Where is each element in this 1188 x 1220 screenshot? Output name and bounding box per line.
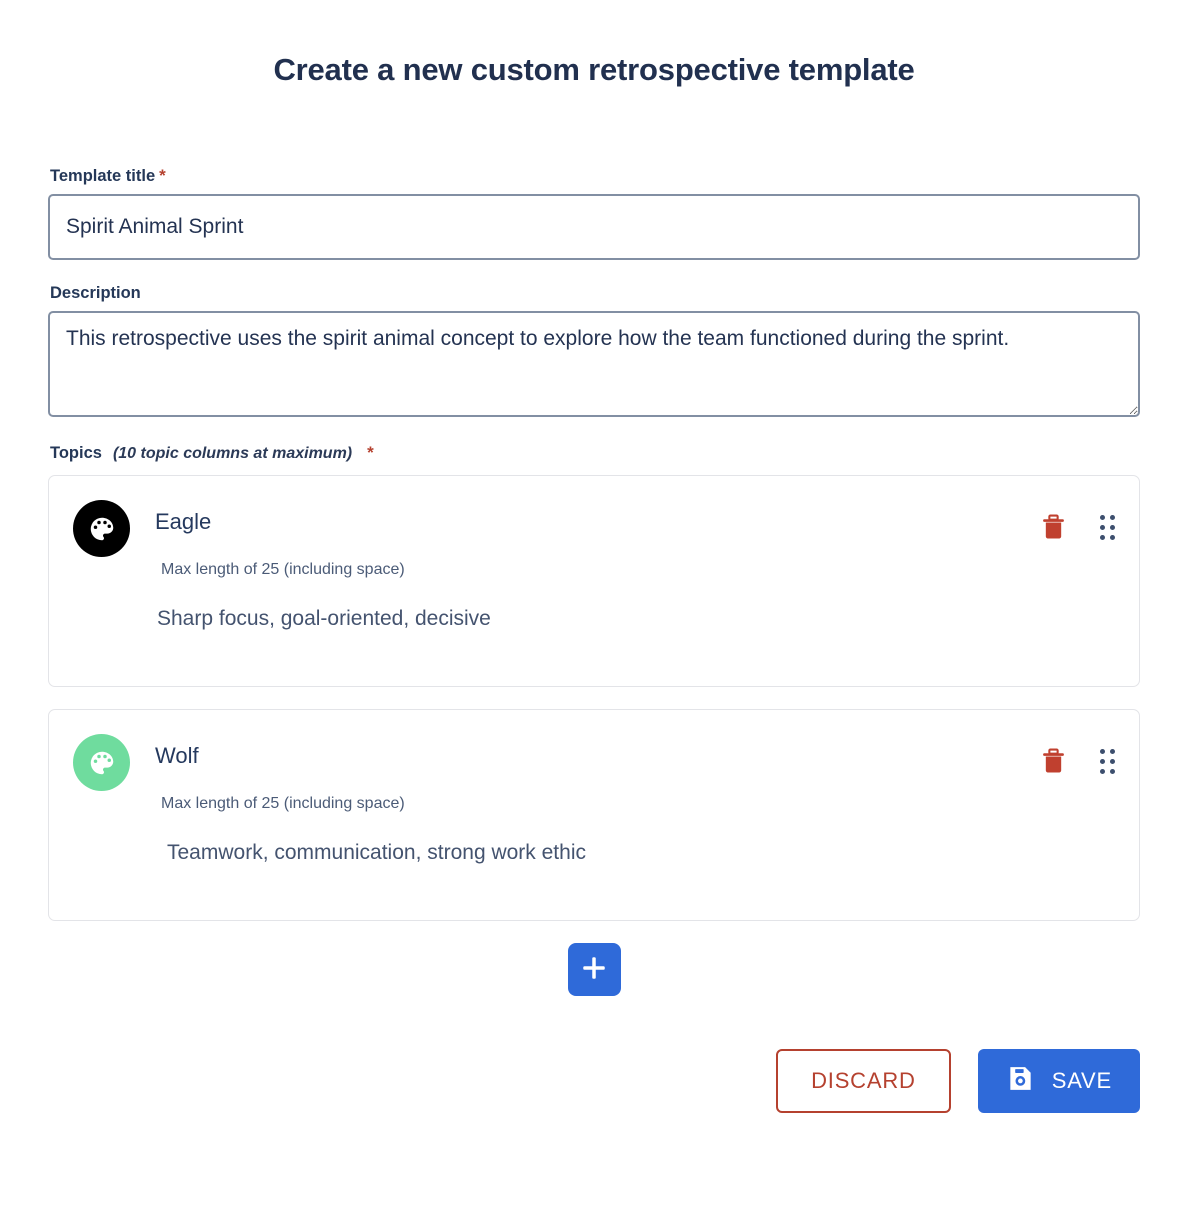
required-asterisk: * bbox=[159, 166, 166, 185]
topic-card: Wolf Max length of 25 (including space) … bbox=[48, 709, 1140, 921]
topic-max-length-note: Max length of 25 (including space) bbox=[161, 794, 405, 812]
topic-avatar[interactable] bbox=[73, 500, 130, 557]
discard-button[interactable]: DISCARD bbox=[776, 1049, 951, 1113]
topic-avatar[interactable] bbox=[73, 734, 130, 791]
topics-required-asterisk: * bbox=[367, 443, 374, 462]
topic-actions bbox=[1041, 498, 1115, 541]
template-title-label: Template title* bbox=[50, 166, 1140, 186]
topic-row: Eagle Max length of 25 (including space)… bbox=[73, 498, 1115, 631]
drag-handle-icon bbox=[1100, 749, 1115, 774]
save-floppy-icon bbox=[1006, 1064, 1035, 1099]
drag-handle-button[interactable] bbox=[1100, 515, 1115, 540]
topics-header: Topics (10 topic columns at maximum) * bbox=[50, 443, 1140, 463]
topic-actions bbox=[1041, 732, 1115, 775]
topic-name[interactable]: Eagle bbox=[155, 509, 212, 534]
plus-icon bbox=[579, 953, 609, 986]
trash-icon bbox=[1041, 514, 1066, 544]
form-footer: DISCARD SAVE bbox=[48, 1049, 1140, 1113]
topic-row: Wolf Max length of 25 (including space) … bbox=[73, 732, 1115, 865]
drag-handle-icon bbox=[1100, 515, 1115, 540]
topic-description[interactable]: Sharp focus, goal-oriented, decisive bbox=[157, 606, 491, 630]
topic-max-length-note: Max length of 25 (including space) bbox=[161, 560, 405, 578]
palette-icon bbox=[87, 748, 117, 778]
topics-hint: (10 topic columns at maximum) bbox=[112, 445, 353, 462]
save-button[interactable]: SAVE bbox=[977, 1049, 1140, 1113]
template-title-input[interactable] bbox=[48, 194, 1140, 260]
add-topic-button[interactable] bbox=[567, 943, 621, 996]
topic-main: Wolf Max length of 25 (including space) … bbox=[130, 732, 1041, 865]
description-label: Description bbox=[50, 284, 141, 302]
add-topic-row bbox=[48, 943, 1140, 996]
topic-card: Eagle Max length of 25 (including space)… bbox=[48, 475, 1140, 687]
template-title-label-text: Template title bbox=[50, 167, 156, 185]
trash-icon bbox=[1041, 748, 1066, 778]
delete-topic-button[interactable] bbox=[1041, 514, 1066, 541]
topic-name[interactable]: Wolf bbox=[155, 743, 199, 768]
topics-label: Topics bbox=[50, 444, 102, 462]
topic-main: Eagle Max length of 25 (including space)… bbox=[130, 498, 1041, 631]
drag-handle-button[interactable] bbox=[1100, 749, 1115, 774]
palette-icon bbox=[87, 514, 117, 544]
page-title: Create a new custom retrospective templa… bbox=[273, 52, 915, 87]
description-textarea[interactable] bbox=[48, 311, 1140, 417]
topic-description[interactable]: Teamwork, communication, strong work eth… bbox=[167, 840, 586, 864]
delete-topic-button[interactable] bbox=[1041, 748, 1066, 775]
template-title-field-block: Template title* bbox=[48, 166, 1140, 260]
save-button-label: SAVE bbox=[1051, 1068, 1112, 1093]
description-field-block: Description bbox=[48, 284, 1140, 417]
